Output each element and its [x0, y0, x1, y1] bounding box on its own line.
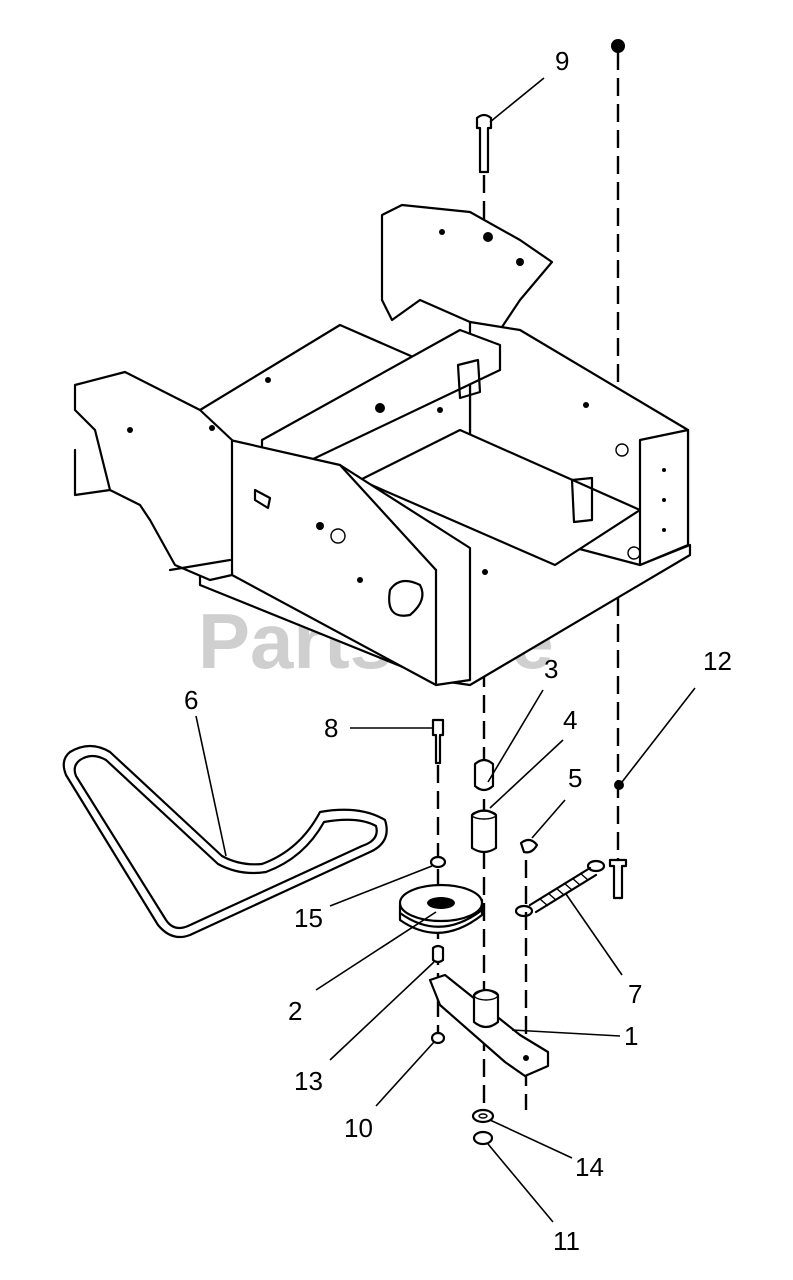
leader-7 — [565, 893, 623, 976]
leader-12 — [621, 687, 696, 783]
leader-2 — [315, 911, 437, 991]
callout-8: 8 — [324, 713, 338, 743]
callout-7: 7 — [628, 979, 642, 1009]
leader-10 — [375, 1041, 435, 1107]
leader-4 — [489, 739, 564, 809]
leader-14 — [489, 1119, 573, 1159]
part-12-nut — [614, 780, 624, 790]
frame-rear-plate — [380, 203, 554, 332]
callout-6: 6 — [184, 685, 198, 715]
part-1-idler-arm — [428, 973, 550, 1078]
part-13-spacer — [431, 944, 445, 964]
callout-10: 10 — [344, 1113, 373, 1143]
fastener-dot-top — [611, 39, 625, 53]
callout-4: 4 — [563, 705, 577, 735]
chassis-frame — [73, 203, 692, 687]
callout-15: 15 — [294, 903, 323, 933]
leader-lines — [195, 77, 696, 1223]
callout-11: 11 — [553, 1226, 580, 1256]
part-10-nut — [430, 1031, 446, 1045]
callout-13: 13 — [294, 1066, 323, 1096]
callout-14: 14 — [575, 1152, 604, 1182]
callout-2: 2 — [288, 996, 302, 1026]
part-8-pin — [431, 718, 445, 765]
callout-9: 9 — [555, 46, 569, 76]
leader-9 — [489, 77, 545, 123]
leader-5 — [531, 799, 566, 839]
part-6-belt — [62, 744, 388, 939]
callout-12: 12 — [703, 646, 732, 676]
part-5-hook — [519, 838, 539, 854]
leader-3 — [487, 689, 544, 783]
part-4-bushing — [470, 809, 498, 854]
leader-1 — [511, 1029, 621, 1037]
callout-1: 1 — [624, 1021, 638, 1051]
part-9-bolt — [475, 113, 493, 174]
leader-11 — [487, 1143, 554, 1223]
frame-left-bracket — [73, 370, 234, 582]
part-2-pulley — [398, 883, 484, 934]
part-15-washer — [429, 855, 447, 869]
part-3-spacer — [473, 758, 495, 792]
leader-13 — [329, 961, 435, 1061]
callout-5: 5 — [568, 763, 582, 793]
frame-right-end — [638, 428, 690, 567]
callout-3: 3 — [544, 654, 558, 684]
leader-6 — [195, 715, 227, 857]
part-12-bolt — [608, 858, 628, 900]
part-7-spring — [514, 859, 606, 918]
leader-15 — [329, 865, 433, 907]
part-14-washer — [471, 1108, 495, 1124]
part-11-nut — [472, 1130, 494, 1146]
callout-labels: 9 12 3 4 5 6 8 15 7 2 1 13 10 14 11 — [184, 46, 732, 1256]
